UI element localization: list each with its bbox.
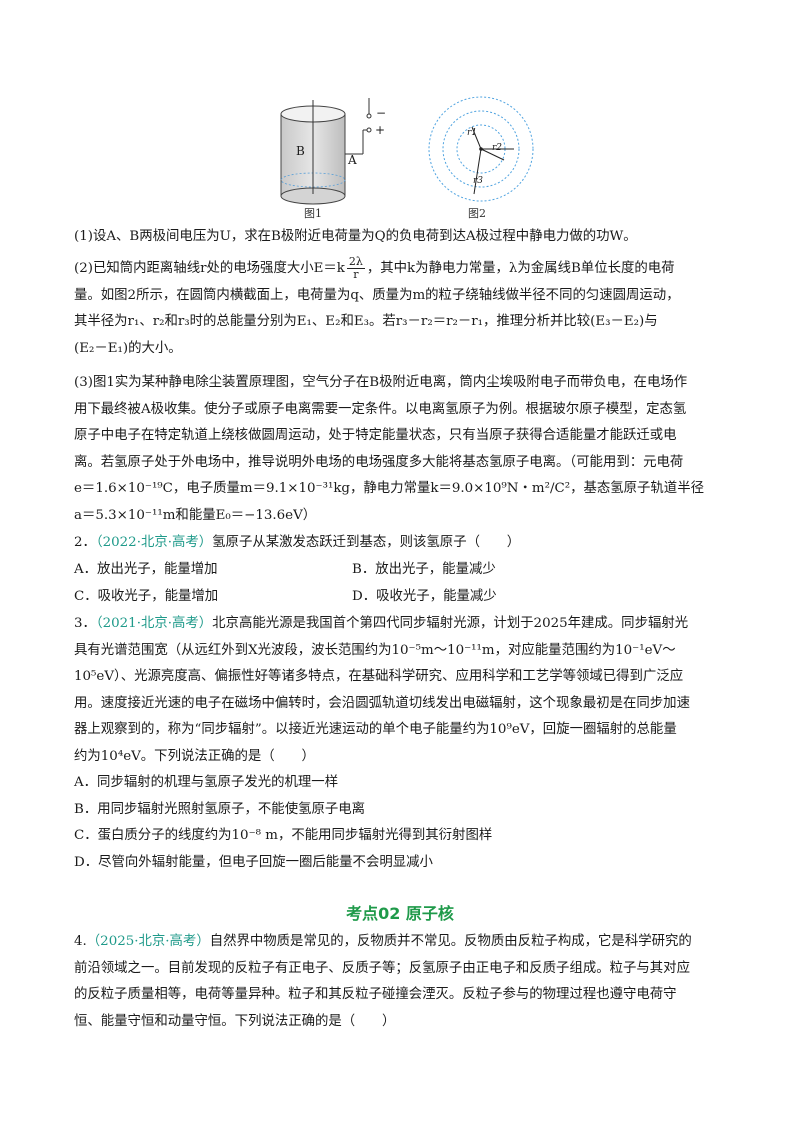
part-1-text: (1)设A、B两极间电压为U，求在B极附近电荷量为Q的负电荷到达A极过程中静电力… [74,229,637,244]
question-4: 4.（2025·北京·高考）自然界中物质是常见的，反物质并不常见。反物质由反粒子… [74,929,726,1035]
figure-1-cylinder-diagram [280,98,372,205]
part-3-line-6: a＝5.3×10⁻¹¹m和能量E₀＝−13.6eV） [74,507,317,523]
fraction-denominator: r [353,268,359,281]
figure-1-caption: 图1 [304,207,322,220]
question-3-option-d[interactable]: D．尽管向外辐射能量，但电子回旋一圈后能量不会明显减小 [74,854,433,870]
question-4-line-1: 4.（2025·北京·高考）自然界中物质是常见的，反物质并不常见。反物质由反粒子… [74,929,726,956]
question-4-source: （2025·北京·高考） [86,934,210,949]
question-2: 2．（2022·北京·高考）氢原子从某激发态跃迁到基态，则该氢原子（ ） [74,530,726,557]
question-3-source: （2021·北京·高考） [95,616,213,631]
part-3-line-3: 原子中电子在特定轨道上绕核做圆周运动，处于特定能量状态，只有当原子获得合适能量才… [74,428,677,443]
question-2-options: A．放出光子，能量增加 B．放出光子，能量减少 C．吸收光子，能量增加 D．吸收… [74,557,726,613]
question-2-option-b[interactable]: B．放出光子，能量减少 [352,562,496,577]
question-3-line-1: 3．（2021·北京·高考）北京高能光源是我国首个第四代同步辐射光源，计划于20… [74,611,726,638]
label-r1: r1 [467,128,478,138]
part-1: (1)设A、B两极间电压为U，求在B极附近电荷量为Q的负电荷到达A极过程中静电力… [74,224,726,251]
question-4-number: 4. [74,934,87,949]
part-3-line-4: 离。若氢原子处于外电场中，推导说明外电场的电场强度多大能将基态氢原子电离。（可能… [74,454,684,470]
question-3-line-3: 10⁵eV）、光源亮度高、偏振性好等诸多特点，在基础科学研究、应用科学和工艺学等… [74,669,684,684]
part-2-line-2: 量。如图2所示，在圆筒内横截面上，电荷量为q、质量为m的粒子绕轴线做半径不同的匀… [74,287,680,303]
fraction-numerator: 2λ [346,255,365,269]
question-2-number: 2． [74,535,96,550]
question-3-option-b[interactable]: B．用同步辐射光照射氢原子，不能使氢原子电离 [74,801,366,817]
question-2-option-d[interactable]: D．吸收光子，能量减少 [352,589,497,604]
question-2-option-a[interactable]: A．放出光子，能量增加 [74,562,218,577]
label-a: A [348,153,357,167]
question-4-line-4: 恒、能量守恒和动量守恒。下列说法正确的是（ ） [74,1013,396,1029]
figure-2-orbits-diagram [428,96,534,202]
question-3-number: 3． [74,616,96,631]
part-2-line-3: 其半径为r₁、r₂和r₃时的总能量分别为E₁、E₂和E₃。若r₃－r₂＝r₂－r… [74,314,658,329]
question-2-stem: 2．（2022·北京·高考）氢原子从某激发态跃迁到基态，则该氢原子（ ） [74,530,726,557]
question-3-line-4: 用。速度接近光速的电子在磁场中偏转时，会沿圆弧轨道切线发出电磁辐射，这个现象最初… [74,695,690,711]
label-r3: r3 [473,176,484,186]
question-3: 3．（2021·北京·高考）北京高能光源是我国首个第四代同步辐射光源，计划于20… [74,611,726,876]
question-3-line-1-text: 北京高能光源是我国首个第四代同步辐射光源，计划于2025年建成。同步辐射光 [212,616,689,631]
question-3-option-a[interactable]: A．同步辐射的机理与氢原子发光的机理一样 [74,775,339,790]
label-b: B [296,144,305,158]
figure-2-caption: 图2 [468,207,486,220]
question-3-line-2: 具有光谱范围宽（从远红外到X光波段，波长范围约为10⁻⁵m～10⁻¹¹m，对应能… [74,642,676,658]
part-3-line-5: e＝1.6×10⁻¹⁹C，电子质量m＝9.1×10⁻³¹kg，静电力常量k＝9.… [74,481,704,496]
label-minus: − [376,106,387,120]
question-3-line-6: 约为10⁴eV。下列说法正确的是（ ） [74,748,315,764]
part-3-line-2: 用下最终被A极收集。使分子或原子电离需要一定条件。以电离氢原子为例。根据玻尔原子… [74,401,687,417]
part-2-line-1b: ，其中k为静电力常量，λ为金属线B单位长度的电荷 [366,261,675,276]
section-heading: 考点02 原子核 [346,904,454,923]
part-2-line-1a: (2)已知筒内距离轴线r处的电场强度大小E＝k [74,261,345,276]
part-3-line-1: (3)图1实为某种静电除尘装置原理图，空气分子在B极附近电离，筒内尘埃吸附电子而… [74,375,688,390]
label-plus: + [375,123,386,137]
question-4-line-1-text: 自然界中物质是常见的，反物质并不常见。反物质由反粒子构成，它是科学研究的 [209,934,692,949]
part-2-line-4: (E₂－E₁)的大小。 [74,340,182,356]
question-4-line-2: 前沿领域之一。目前发现的反粒子有正电子、反质子等；反氢原子由正电子和反质子组成。… [74,960,690,976]
part-3: (3)图1实为某种静电除尘装置原理图，空气分子在B极附近电离，筒内尘埃吸附电子而… [74,370,726,529]
question-3-option-c[interactable]: C．蛋白质分子的线度约为10⁻⁸ m，不能用同步辐射光得到其衍射图样 [74,828,493,843]
question-3-line-5: 器上观察到的，称为“同步辐射”。以接近光速运动的单个电子能量约为10⁹eV，回旋… [74,722,677,737]
label-r2: r2 [492,143,503,153]
question-2-option-c[interactable]: C．吸收光子，能量增加 [74,589,219,604]
question-4-line-3: 的反粒子质量相等，电荷等量异种。粒子和其反粒子碰撞会湮灭。反粒子参与的物理过程也… [74,987,677,1002]
question-2-source: （2022·北京·高考） [95,535,213,550]
question-2-stem-text: 氢原子从某激发态跃迁到基态，则该氢原子（ ） [212,535,521,550]
